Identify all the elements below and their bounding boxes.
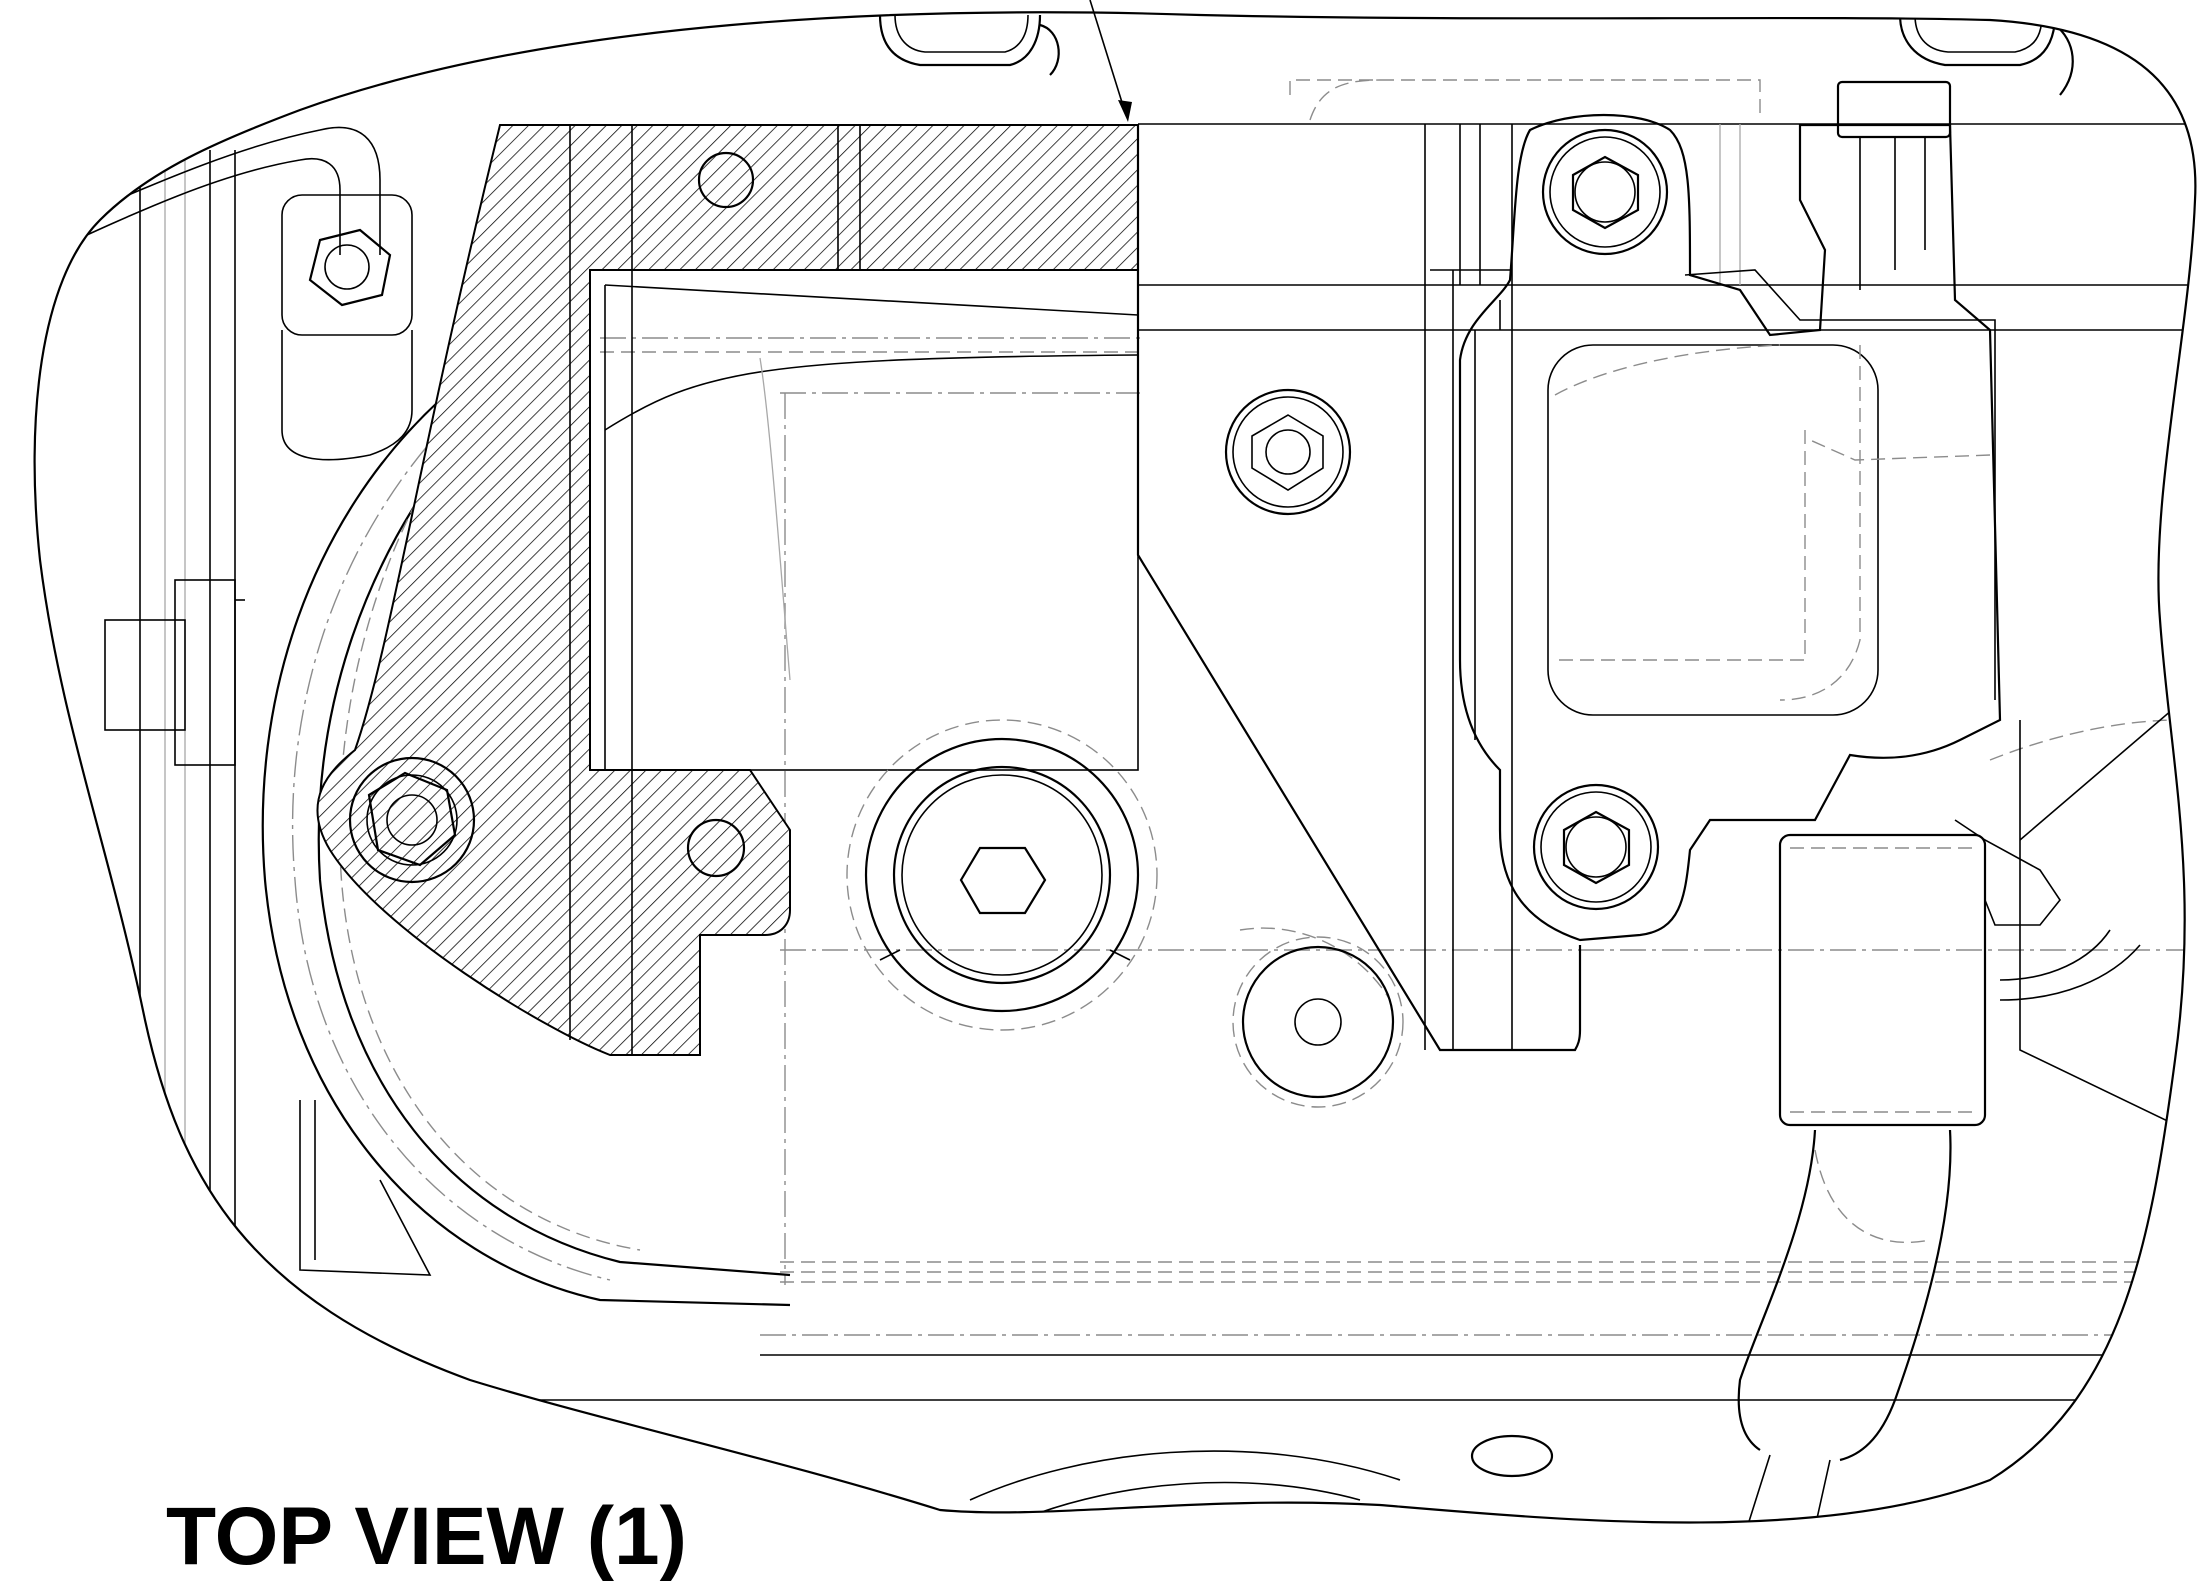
socket-head-bolt — [846, 719, 1158, 1031]
technical-drawing — [33, 0, 2197, 1524]
background-frame-lines — [139, 79, 2196, 1401]
top-connector — [878, 14, 2074, 290]
main-plate — [1136, 124, 1582, 1052]
bottom-features — [969, 1434, 1554, 1523]
connector-boot — [1737, 679, 2196, 1523]
dowel-pin — [1232, 936, 1404, 1108]
inner-pocket — [589, 269, 1139, 771]
right-bracket — [1430, 113, 2002, 942]
leader-arrow — [1089, 0, 1132, 122]
detail-boundary — [33, 11, 2197, 1524]
left-pipe-fitting — [34, 126, 413, 766]
view-caption: TOP VIEW (1) — [166, 1491, 687, 1582]
hex-fastener — [1224, 388, 1352, 516]
hatched-bracket-section — [316, 124, 1139, 1056]
